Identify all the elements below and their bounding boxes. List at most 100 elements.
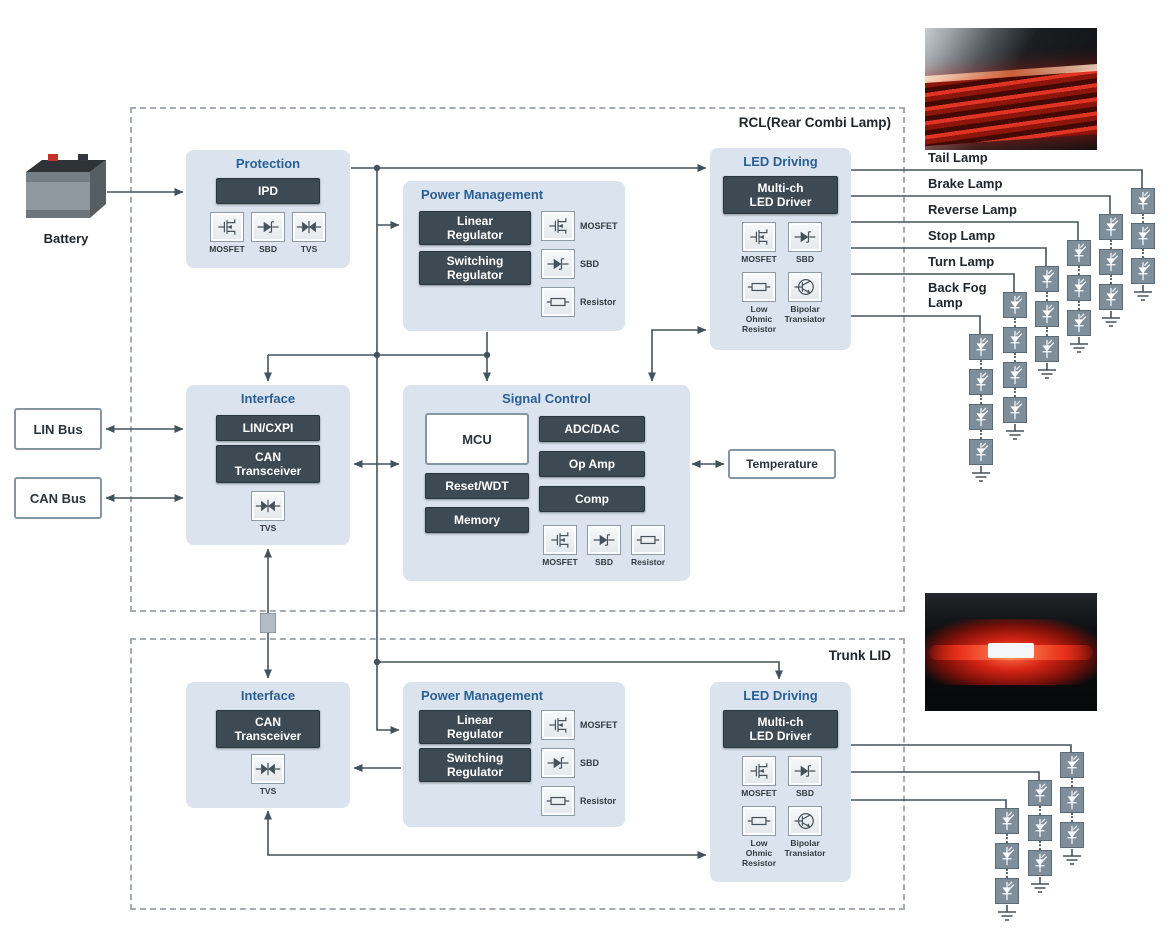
power-management-title: Power Management	[421, 187, 544, 202]
power-management-title: Power Management	[421, 688, 544, 703]
component-label: TVS	[259, 786, 277, 796]
led-icon	[1099, 214, 1123, 240]
component-label: Bipolar Transiator	[784, 838, 826, 859]
led-icon	[1003, 397, 1027, 423]
led-icon	[1131, 188, 1155, 214]
led-chain	[995, 808, 1019, 922]
led-icon	[1131, 258, 1155, 284]
led-icon	[1035, 301, 1059, 327]
mosfet-component: MOSFET	[541, 710, 618, 740]
ground-icon	[1037, 363, 1057, 379]
component-label: MOSFET	[580, 221, 618, 231]
sbd-component: SBD	[784, 222, 826, 264]
wire-dots	[1071, 813, 1073, 822]
led-chain	[969, 334, 993, 483]
wire-dots	[1014, 318, 1016, 327]
resistor-icon	[631, 525, 665, 555]
rcl-region	[130, 107, 905, 612]
power-management-block: Power Management Linear Regulator Switch…	[403, 181, 625, 331]
bipolar-transistor-icon	[788, 806, 822, 836]
comp-button[interactable]: Comp	[539, 486, 645, 512]
wire-dots	[1039, 841, 1041, 850]
ground-icon	[1062, 849, 1082, 865]
component-label: Bipolar Transiator	[784, 304, 826, 325]
resistor-component: Resistor	[627, 525, 669, 567]
led-icon	[969, 369, 993, 395]
sbd-icon	[251, 212, 285, 242]
wire-dots	[1110, 275, 1112, 284]
led-chain	[1067, 240, 1091, 354]
ground-icon	[1030, 877, 1050, 893]
mosfet-icon	[210, 212, 244, 242]
component-label: Resistor	[580, 297, 617, 307]
lamp-label-stop: Stop Lamp	[928, 228, 996, 243]
led-driving-title: LED Driving	[743, 154, 818, 169]
op-amp-button[interactable]: Op Amp	[539, 451, 645, 477]
component-label: Resistor	[580, 796, 617, 806]
sbd-component: SBD	[247, 212, 289, 254]
can-transceiver-button[interactable]: CAN Transceiver	[216, 445, 320, 483]
multi-ch-led-driver-button[interactable]: Multi-ch LED Driver	[723, 176, 838, 214]
resistor-component: Resistor	[541, 287, 616, 317]
led-icon	[1099, 249, 1123, 275]
led-icon	[1028, 850, 1052, 876]
component-label: SBD	[796, 788, 814, 798]
resistor-icon	[742, 272, 776, 302]
inter-section-connector	[260, 613, 276, 633]
component-label: SBD	[595, 557, 613, 567]
trunk-region-label: Trunk LID	[828, 648, 891, 663]
switching-regulator-button[interactable]: Switching Regulator	[419, 251, 531, 285]
mosfet-component: MOSFET	[206, 212, 248, 254]
sbd-component: SBD	[541, 249, 599, 279]
tvs-icon	[292, 212, 326, 242]
led-icon	[995, 808, 1019, 834]
can-bus-box: CAN Bus	[14, 477, 102, 519]
resistor-icon	[541, 287, 575, 317]
component-label: Low Ohmic Resistor	[741, 838, 776, 869]
mosfet-icon	[742, 756, 776, 786]
led-chain	[1035, 266, 1059, 380]
signal-control-title: Signal Control	[502, 391, 591, 406]
led-icon	[1028, 780, 1052, 806]
tvs-icon	[251, 491, 285, 521]
switching-regulator-button[interactable]: Switching Regulator	[419, 748, 531, 782]
led-driving-title: LED Driving	[743, 688, 818, 703]
lin-cxpi-button[interactable]: LIN/CXPI	[216, 415, 320, 441]
wire-dots	[1046, 327, 1048, 336]
led-icon	[1067, 310, 1091, 336]
component-label: SBD	[796, 254, 814, 264]
led-driving-block: LED Driving Multi-ch LED Driver MOSFET S…	[710, 148, 851, 350]
component-label: MOSFET	[542, 557, 578, 567]
wire-dots	[1142, 249, 1144, 258]
ground-icon	[1133, 285, 1153, 301]
led-icon	[995, 878, 1019, 904]
tvs-component: TVS	[247, 491, 289, 533]
lin-bus-box: LIN Bus	[14, 408, 102, 450]
linear-regulator-button[interactable]: Linear Regulator	[419, 710, 531, 744]
mosfet-icon	[742, 222, 776, 252]
component-label: SBD	[580, 758, 600, 768]
linear-regulator-button[interactable]: Linear Regulator	[419, 211, 531, 245]
led-chain	[1060, 752, 1084, 866]
led-icon	[995, 843, 1019, 869]
led-icon	[1067, 275, 1091, 301]
memory-button[interactable]: Memory	[425, 507, 529, 533]
wire-dots	[1006, 869, 1008, 878]
wire-dots	[1006, 834, 1008, 843]
sbd-component: SBD	[784, 756, 826, 798]
reset-wdt-button[interactable]: Reset/WDT	[425, 473, 529, 499]
multi-ch-led-driver-button[interactable]: Multi-ch LED Driver	[723, 710, 838, 748]
tail-lamp-photo	[925, 28, 1097, 150]
sbd-component: SBD	[583, 525, 625, 567]
can-transceiver-button[interactable]: CAN Transceiver	[216, 710, 320, 748]
battery-icon	[26, 154, 106, 218]
ground-icon	[1005, 424, 1025, 440]
ground-icon	[1101, 311, 1121, 327]
bipolar-transistor-component: Bipolar Transiator	[781, 272, 829, 324]
sbd-icon	[541, 249, 575, 279]
adc-dac-button[interactable]: ADC/DAC	[539, 416, 645, 442]
ipd-button[interactable]: IPD	[216, 178, 320, 204]
led-icon	[969, 404, 993, 430]
mosfet-component: MOSFET	[738, 222, 780, 264]
mosfet-icon	[541, 211, 575, 241]
